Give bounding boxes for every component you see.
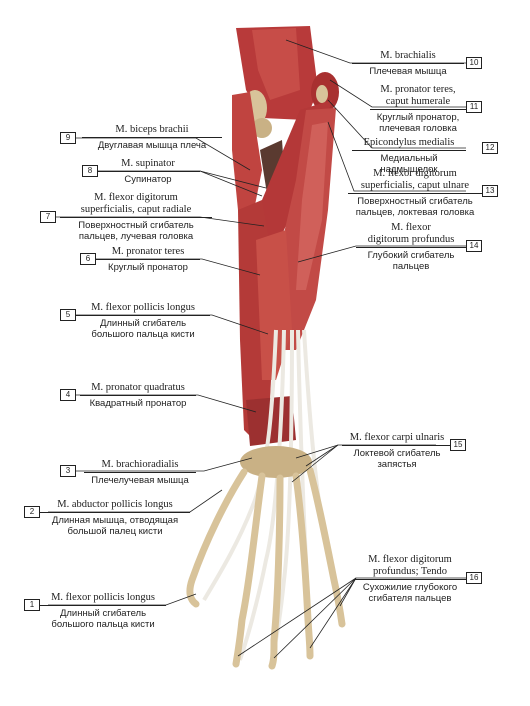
label-flexor-superficialis-radial: M. flexor digitorum superficialis, caput… [60, 192, 212, 242]
label-latin: M. abductor pollicis longus [57, 499, 173, 510]
brachialis-highlight [252, 28, 300, 100]
number-badge-8: 8 [82, 165, 98, 177]
label-russian: Супинатор [124, 174, 172, 185]
label-russian: Длинный сгибатель большого пальца кисти [91, 318, 195, 340]
little-finger-bones [306, 466, 346, 628]
label-russian: Глубокий сгибатель пальцев [367, 250, 455, 272]
label-latin: M. supinator [121, 158, 175, 169]
label-russian: Круглый пронатор [108, 262, 188, 273]
label-latin: M. flexor pollicis longus [91, 302, 195, 313]
number-badge-7: 7 [40, 211, 56, 223]
label-russian: Длинный сгибатель большого пальца кисти [51, 608, 155, 630]
number-badge-10: 10 [466, 57, 482, 69]
label-russian: Плечелучевая мышца [91, 475, 189, 486]
label-flexor-pollicis-longus-upper: M. flexor pollicis longus Длинный сгибат… [76, 302, 210, 340]
number-badge-16: 16 [466, 572, 482, 584]
label-russian: Поверхностный сгибатель пальцев, локтева… [355, 196, 475, 218]
leader-13 [327, 121, 466, 192]
number-badge-13: 13 [482, 185, 498, 197]
index-finger-bones [232, 472, 266, 668]
label-latin: M. pronator teres [111, 246, 185, 257]
number-badge-5: 5 [60, 309, 76, 321]
number-badge-9: 9 [60, 132, 76, 144]
middle-finger-bones [268, 474, 284, 670]
number-badge-12: 12 [482, 142, 498, 154]
flexor-superficialis-highlight [296, 122, 328, 290]
number-badge-1: 1 [24, 599, 40, 611]
elbow-joint-shade [252, 118, 272, 138]
number-badge-14: 14 [466, 240, 482, 252]
carpal-bones [240, 446, 312, 478]
label-brachioradialis: M. brachioradialis Плечелучевая мышца [84, 459, 196, 486]
leader-16b [309, 577, 357, 649]
label-latin: M. biceps brachii [115, 124, 189, 135]
leader-3 [74, 457, 253, 472]
epicondyle-bone [316, 85, 328, 103]
label-russian: Поверхностный сгибатель пальцев, лучевая… [78, 220, 194, 242]
leader-16d [237, 577, 357, 657]
label-latin: M. flexor digitorum superficialis, caput… [360, 168, 470, 191]
label-russian: Квадратный пронатор [89, 398, 187, 409]
label-latin: M. flexor digitorum superficialis, caput… [80, 192, 192, 215]
label-flexor-digitorum-profundus-tendon: M. flexor digitorum profundus; Tendo Сух… [354, 554, 466, 604]
label-pronator-teres: M. pronator teres Круглый пронатор [96, 246, 200, 273]
label-latin: M. pronator quadratus [91, 382, 185, 393]
label-latin: M. flexor pollicis longus [51, 592, 155, 603]
label-pronator-quadratus: M. pronator quadratus Квадратный пронато… [80, 382, 196, 409]
leader-15c [291, 444, 339, 483]
leader-9 [74, 137, 251, 171]
number-badge-11: 11 [466, 101, 482, 113]
label-flexor-superficialis-ulnar: M. flexor digitorum superficialis, caput… [348, 168, 482, 218]
label-russian: Плечевая мышца [369, 66, 447, 77]
label-russian: Длинная мышца, отводящая большой палец к… [51, 515, 179, 537]
label-latin: M. flexor digitorum profundus [367, 222, 455, 245]
label-pronator-teres-humeral: M. pronator teres, caput humerale Круглы… [370, 84, 466, 134]
label-russian: Сухожилие глубокого сгибателя пальцев [362, 582, 458, 604]
number-badge-15: 15 [450, 439, 466, 451]
label-supinator: M. supinator Супинатор [96, 158, 200, 185]
label-russian: Медиальный надмыщелок [380, 153, 438, 175]
number-badge-2: 2 [24, 506, 40, 518]
leader-11 [329, 79, 466, 108]
thumb-bones [186, 468, 248, 608]
leader-15b [305, 444, 339, 467]
label-russian: Локтевой сгибатель запястья [353, 448, 441, 470]
label-latin: M. brachialis [380, 50, 436, 61]
biceps-muscle [232, 92, 262, 220]
label-russian: Двуглавая мышца плеча [97, 140, 207, 151]
label-flexor-digitorum-profundus: M. flexor digitorum profundus Глубокий с… [356, 222, 466, 272]
label-latin: M. flexor carpi ulnaris [349, 432, 445, 443]
leader-8b [199, 170, 263, 197]
label-brachialis: M. brachialis Плечевая мышца [352, 50, 464, 77]
label-flexor-carpi-ulnaris: M. flexor carpi ulnaris Локтевой сгибате… [342, 432, 452, 470]
label-latin: M. pronator teres, caput humerale [380, 84, 456, 107]
label-russian: Круглый пронатор, плечевая головка [376, 112, 460, 134]
leader-16c [273, 577, 357, 659]
tendon-b [238, 329, 286, 661]
leader-lines [48, 39, 466, 659]
leader-14 [297, 245, 466, 263]
label-latin: M. brachioradialis [101, 459, 179, 470]
label-flexor-pollicis-longus-lower: M. flexor pollicis longus Длинный сгибат… [40, 592, 166, 630]
label-latin: Epicondylus medialis [363, 137, 455, 148]
number-badge-6: 6 [80, 253, 96, 265]
label-latin: M. flexor digitorum profundus; Tendo [368, 554, 452, 577]
number-badge-3: 3 [60, 465, 76, 477]
ring-finger-bones [292, 472, 314, 660]
label-epicondylus-medialis: Epicondylus medialis Медиальный надмыщел… [352, 137, 466, 175]
number-badge-4: 4 [60, 389, 76, 401]
leader-12 [327, 99, 466, 149]
label-abductor-pollicis-longus: M. abductor pollicis longus Длинная мышц… [40, 499, 190, 537]
label-biceps-brachii: M. biceps brachii Двуглавая мышца плеча [82, 124, 222, 151]
